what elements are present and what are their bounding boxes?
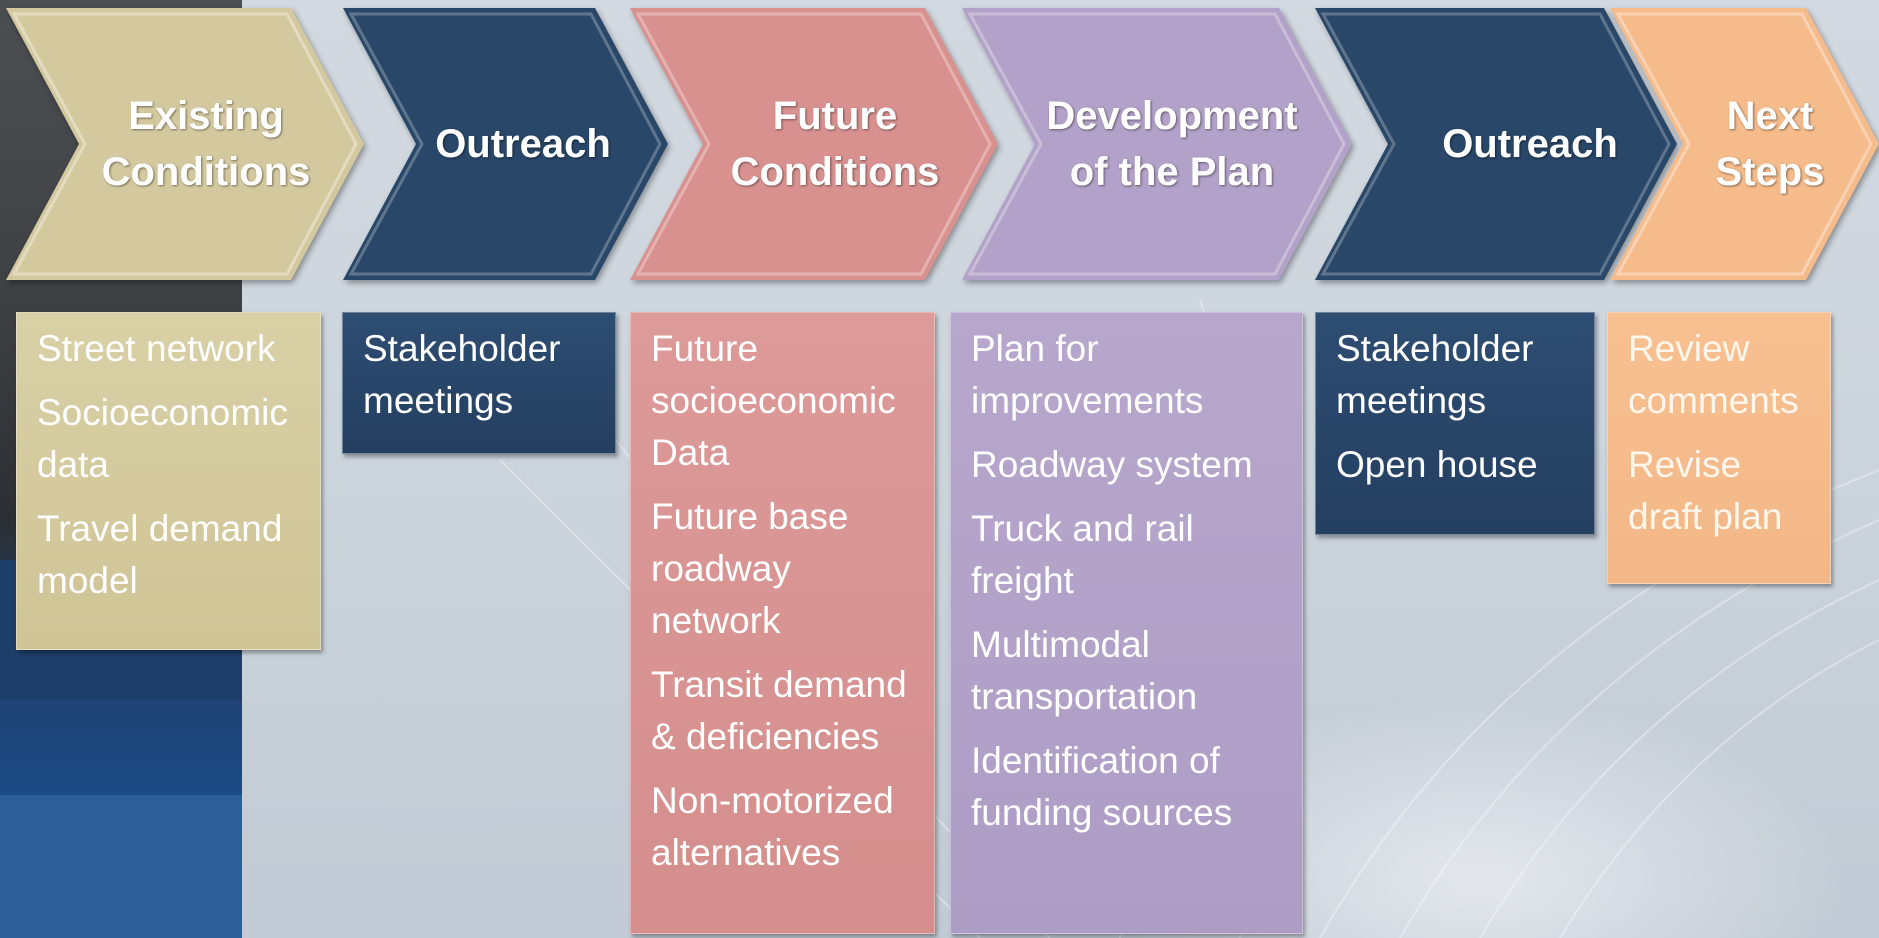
list-item: Roadway system <box>971 444 1253 485</box>
detail-box-existing-conditions: Street network Socioeconomic data Travel… <box>16 312 321 650</box>
step-chevron-existing-conditions: Existing Conditions <box>6 8 364 280</box>
list-item: Stakeholder meetings <box>363 328 561 421</box>
step-label-outreach-1: Outreach <box>435 122 611 166</box>
detail-box-outreach-1: Stakeholder meetings <box>342 312 616 454</box>
step-chevron-development-of-the-plan: Development of the Plan <box>962 8 1352 280</box>
list-item: Socioeconomic data <box>37 392 288 485</box>
step-label-outreach-2: Outreach <box>1442 122 1618 166</box>
detail-box-future-conditions: Future socioeconomic Data Future base ro… <box>630 312 935 934</box>
step-label-future-conditions: Future Conditions <box>730 94 940 194</box>
step-label-development-of-the-plan: Development of the Plan <box>1046 94 1298 194</box>
list-item: Non-motorized alternatives <box>651 780 894 873</box>
list-item: Future socioeconomic Data <box>651 328 896 473</box>
step-chevron-next-steps: Next Steps <box>1610 8 1879 280</box>
step-label-existing-conditions: Existing Conditions <box>101 94 311 194</box>
list-item: Street network <box>37 328 276 369</box>
list-item: Open house <box>1336 444 1538 485</box>
list-item: Plan for improvements <box>971 328 1204 421</box>
step-label-next-steps: Next Steps <box>1715 94 1825 194</box>
list-item: Review comments <box>1628 328 1799 421</box>
step-chevron-future-conditions: Future Conditions <box>630 8 998 280</box>
detail-box-outreach-2: Stakeholder meetings Open house <box>1315 312 1595 535</box>
list-item: Truck and rail freight <box>971 508 1194 601</box>
list-item: Transit demand & deficiencies <box>651 664 907 757</box>
background-photo-stripe-lower <box>0 795 242 938</box>
list-item: Identification of funding sources <box>971 740 1233 833</box>
list-item: Future base roadway network <box>651 496 849 641</box>
detail-box-development-of-the-plan: Plan for improvements Roadway system Tru… <box>950 312 1303 934</box>
step-chevron-outreach-2: Outreach <box>1315 8 1677 280</box>
list-item: Revise draft plan <box>1628 444 1783 537</box>
list-item: Travel demand model <box>37 508 283 601</box>
detail-box-next-steps: Review comments Revise draft plan <box>1607 312 1831 584</box>
list-item: Multimodal transportation <box>971 624 1198 717</box>
list-item: Stakeholder meetings <box>1336 328 1534 421</box>
step-chevron-outreach-1: Outreach <box>343 8 668 280</box>
